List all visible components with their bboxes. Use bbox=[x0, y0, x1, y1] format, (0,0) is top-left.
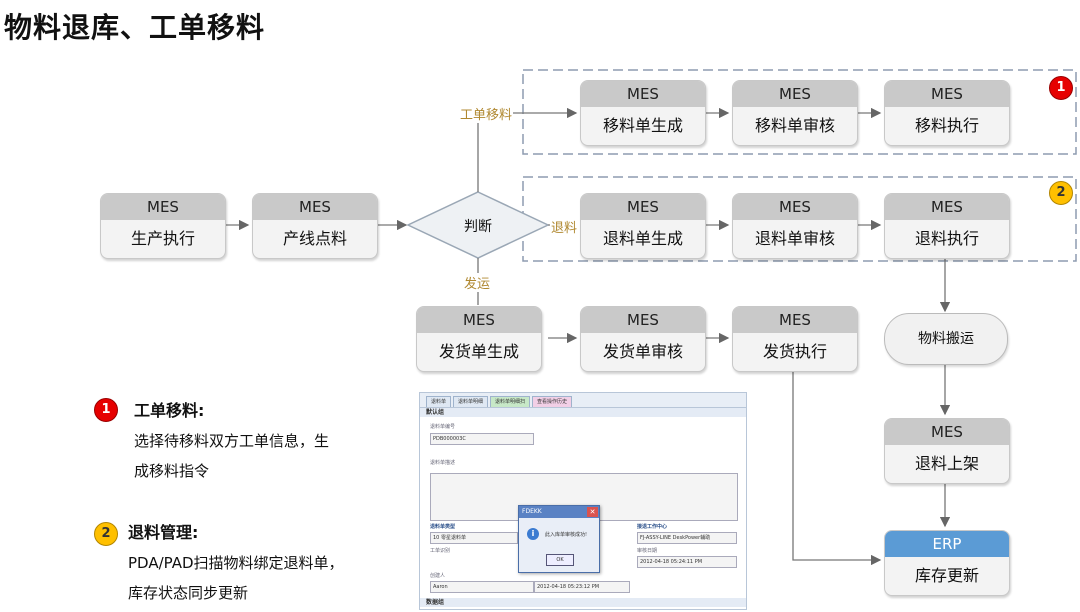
node-move-generate: MES 移料单生成 bbox=[580, 80, 706, 146]
node-header: MES bbox=[733, 81, 857, 107]
node-header: MES bbox=[581, 81, 705, 107]
dialog-title: FDEKK ✕ bbox=[519, 506, 599, 518]
embedded-screenshot: 退料单 退料单明细 退料单明细扫 查看操作历史 默认组 退料单编号 PDB000… bbox=[419, 392, 747, 610]
note-return-management: 退料管理: PDA/PAD扫描物料绑定退料单， 库存状态同步更新 bbox=[128, 518, 344, 608]
node-move-execute: MES 移料执行 bbox=[884, 80, 1010, 146]
field-return-type[interactable]: 10 零星退料单 bbox=[430, 532, 518, 544]
node-header: MES bbox=[581, 194, 705, 220]
node-line-picking: MES 产线点料 bbox=[252, 193, 378, 259]
dialog-title-text: FDEKK bbox=[522, 508, 542, 515]
node-header: MES bbox=[733, 194, 857, 220]
edge-label-ship: 发运 bbox=[463, 273, 492, 292]
node-label: 移料单生成 bbox=[602, 116, 683, 135]
node-label: 退料执行 bbox=[914, 229, 979, 248]
dialog-ok-button[interactable]: OK bbox=[546, 554, 574, 566]
node-label: 发货单审核 bbox=[602, 342, 683, 361]
badge-1: 1 bbox=[1049, 76, 1073, 100]
note-badge-2: 2 bbox=[94, 522, 118, 546]
node-erp-stock-update: ERP 库存更新 bbox=[884, 530, 1010, 596]
note-heading: 工单移料: bbox=[134, 401, 205, 420]
decision-label: 判断 bbox=[464, 219, 492, 235]
field-return-no[interactable]: PDB000003C bbox=[430, 433, 534, 445]
close-icon[interactable]: ✕ bbox=[587, 507, 598, 517]
note-line: 成移料指令 bbox=[134, 462, 210, 480]
node-material-transport: 物料搬运 bbox=[884, 313, 1008, 365]
message-dialog: FDEKK ✕ i 此入库单审核成功! OK bbox=[518, 505, 600, 573]
node-move-review: MES 移料单审核 bbox=[732, 80, 858, 146]
badge-2: 2 bbox=[1049, 181, 1073, 205]
screenshot-section: 默认组 bbox=[420, 408, 746, 417]
node-label: 移料执行 bbox=[914, 116, 979, 135]
note-heading: 退料管理: bbox=[128, 523, 199, 542]
edge-label-work-move: 工单移料 bbox=[459, 104, 514, 123]
node-label: 退料单生成 bbox=[602, 229, 683, 248]
field-work-center[interactable]: FJ-ASSY-LINE DeskPower辅助 bbox=[637, 532, 737, 544]
field-creator[interactable]: Aaron bbox=[430, 581, 534, 593]
node-production: MES 生产执行 bbox=[100, 193, 226, 259]
group-box-1 bbox=[522, 69, 1077, 155]
node-ship-review: MES 发货单审核 bbox=[580, 306, 706, 372]
field-label: 退料单描述 bbox=[430, 460, 456, 466]
note-badge-1: 1 bbox=[94, 398, 118, 422]
node-header: MES bbox=[885, 419, 1009, 445]
field-label: 退料单类型 bbox=[430, 524, 456, 530]
node-header: MES bbox=[885, 81, 1009, 107]
node-label: 退料单审核 bbox=[754, 229, 835, 248]
node-return-review: MES 退料单审核 bbox=[732, 193, 858, 259]
screenshot-tab[interactable]: 退料单 bbox=[426, 396, 452, 407]
node-header: MES bbox=[101, 194, 225, 220]
node-header: MES bbox=[417, 307, 541, 333]
screenshot-tabs: 退料单 退料单明细 退料单明细扫 查看操作历史 bbox=[420, 393, 746, 408]
screenshot-tab[interactable]: 查看操作历史 bbox=[532, 396, 573, 407]
edge-label-return: 退料 bbox=[550, 217, 579, 236]
node-header: ERP bbox=[885, 531, 1009, 557]
screenshot-section: 数据组 bbox=[420, 598, 746, 607]
note-line: 选择待移料双方工单信息，生 bbox=[134, 432, 330, 450]
field-label: 创建人 bbox=[430, 573, 446, 579]
node-label: 生产执行 bbox=[130, 229, 195, 248]
node-ship-execute: MES 发货执行 bbox=[732, 306, 858, 372]
node-label: 发货执行 bbox=[762, 342, 827, 361]
field-label: 审核日期 bbox=[637, 548, 658, 554]
node-label: 退料上架 bbox=[914, 454, 979, 473]
node-label: 库存更新 bbox=[914, 566, 979, 585]
field-audit-date[interactable]: 2012-04-18 05:24:11 PM bbox=[637, 556, 737, 568]
field-label: 工单识别 bbox=[430, 548, 451, 554]
node-header: MES bbox=[733, 307, 857, 333]
node-return-generate: MES 退料单生成 bbox=[580, 193, 706, 259]
note-line: PDA/PAD扫描物料绑定退料单， bbox=[128, 554, 344, 572]
node-return-shelve: MES 退料上架 bbox=[884, 418, 1010, 484]
field-created-date[interactable]: 2012-04-18 05:23:12 PM bbox=[534, 581, 630, 593]
note-work-move: 工单移料: 选择待移料双方工单信息，生 成移料指令 bbox=[134, 396, 329, 486]
node-label: 移料单审核 bbox=[754, 116, 835, 135]
field-label: 退料单编号 bbox=[430, 424, 456, 430]
screenshot-tab[interactable]: 退料单明细扫 bbox=[490, 396, 531, 407]
node-return-execute: MES 退料执行 bbox=[884, 193, 1010, 259]
info-icon: i bbox=[527, 528, 539, 540]
node-header: MES bbox=[885, 194, 1009, 220]
node-ship-generate: MES 发货单生成 bbox=[416, 306, 542, 372]
screenshot-tab[interactable]: 退料单明细 bbox=[453, 396, 489, 407]
dialog-message: 此入库单审核成功! bbox=[545, 532, 588, 538]
note-line: 库存状态同步更新 bbox=[128, 584, 249, 602]
field-label: 接退工作中心 bbox=[637, 524, 668, 530]
node-label: 产线点料 bbox=[282, 229, 347, 248]
page-title: 物料退库、工单移料 bbox=[4, 11, 266, 44]
node-header: MES bbox=[581, 307, 705, 333]
node-label: 发货单生成 bbox=[438, 342, 519, 361]
node-header: MES bbox=[253, 194, 377, 220]
